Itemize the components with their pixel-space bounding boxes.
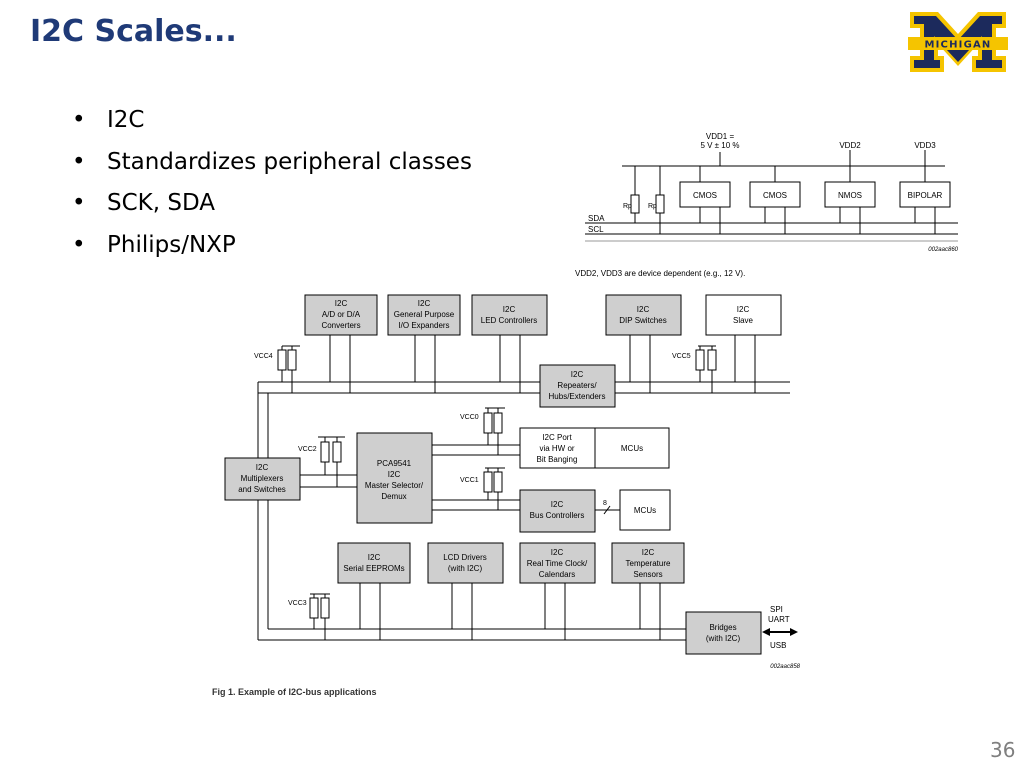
block-bridges: Bridges(with I2C) [706, 623, 741, 643]
bullet-text: Standardizes peripheral classes [107, 148, 472, 175]
uart-label: UART [768, 615, 790, 624]
vdd1-label: VDD1 = [706, 132, 735, 141]
logo-wordmark: MICHIGAN [924, 40, 991, 51]
figure-caption: Fig 1. Example of I2C-bus applications [212, 687, 377, 697]
device-nmos: NMOS [838, 191, 862, 200]
university-logo: MICHIGAN [908, 12, 1008, 72]
page-number: 36 [990, 738, 1016, 762]
vcc2-label: VCC2 [298, 446, 317, 453]
vcc1-label: VCC1 [460, 477, 479, 484]
bullet-text: SCK, SDA [107, 190, 216, 216]
vdd3-label: VDD3 [914, 141, 936, 150]
bullet-item: •Standardizes peripheral classes [72, 148, 472, 175]
spi-label: SPI [770, 605, 783, 614]
bullet-text: Philips/NXP [107, 231, 236, 258]
vdd2-label: VDD2 [839, 141, 861, 150]
block-mcus: MCUs [621, 444, 643, 453]
vcc5-label: VCC5 [672, 353, 691, 360]
bus-width-label: 8 [603, 500, 607, 507]
scl-label: SCL [588, 225, 604, 234]
vcc0-label: VCC0 [460, 414, 479, 421]
device-bipolar: BIPOLAR [908, 191, 943, 200]
slide-title: I2C Scales... [30, 14, 237, 49]
vcc4-label: VCC4 [254, 353, 273, 360]
bullet-item: •Philips/NXP [72, 231, 236, 258]
app-figure-code: 002aac858 [770, 664, 800, 670]
usb-label: USB [770, 641, 786, 650]
sda-label: SDA [588, 214, 605, 223]
bullet-item: •I2C [72, 107, 145, 133]
block-lcd: LCD Drivers(with I2C) [443, 553, 487, 573]
rp-label: Rp [623, 203, 632, 210]
bullet-list: •I2C •Standardizes peripheral classes •S… [72, 100, 472, 266]
device-cmos: CMOS [763, 191, 787, 200]
vdd1-value: 5 V ± 10 % [700, 141, 739, 150]
bus-note: VDD2, VDD3 are device dependent (e.g., 1… [575, 269, 745, 278]
bus-figure-code: 002aac860 [928, 247, 958, 253]
bullet-item: •SCK, SDA [72, 190, 216, 216]
device-cmos: CMOS [693, 191, 717, 200]
vcc3-label: VCC3 [288, 600, 307, 607]
bullet-text: I2C [107, 107, 145, 133]
block-mcus: MCUs [634, 506, 656, 515]
rp-label: Rp [648, 203, 657, 210]
